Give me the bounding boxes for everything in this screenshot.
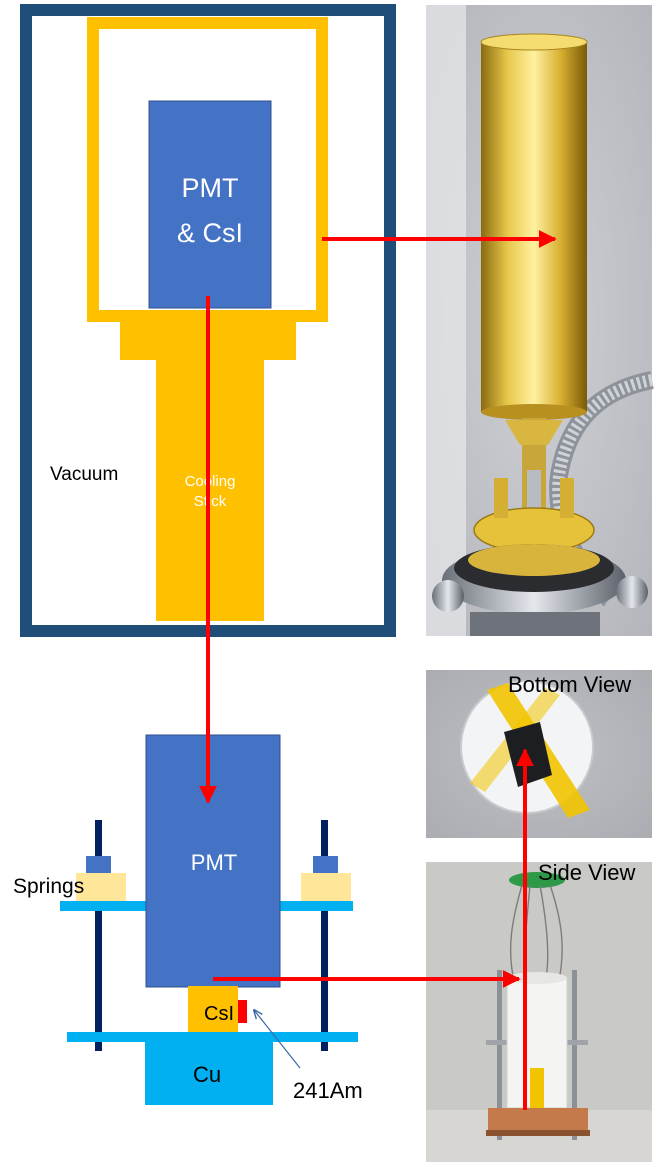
spring-right [301,873,351,902]
bottom-view-photo: Bottom View [426,670,652,838]
pmt-csi-block [148,100,272,309]
source-pointer-line [254,1010,301,1069]
nut-right [313,856,338,873]
support-rod-right [321,820,328,1051]
cu-label: Cu [193,1062,221,1087]
support-rod-left [95,820,102,1051]
springs-label: Springs [13,875,84,898]
pmt-label: PMT [191,850,237,875]
side-view-photo: Side View [426,860,652,1162]
pmt-csi-label-line2: & CsI [177,218,243,248]
connector-arrows [199,230,557,1110]
side-view-label: Side View [538,860,636,885]
bottom-plate [67,1032,358,1042]
nut-left [86,856,111,873]
am241-source [238,1000,247,1023]
spring-left [76,873,126,902]
vacuum-label: Vacuum [50,464,118,485]
csi-label: CsI [204,1003,234,1025]
cooling-stick-label-line2: Stick [194,493,227,510]
detector-assembly-schematic: PMT Springs CsI Cu 241Am [13,734,363,1105]
csi-crystal [188,986,238,1032]
bottom-view-label: Bottom View [508,672,631,697]
cryostat-photo [426,5,654,636]
source-label: 241Am [293,1078,363,1103]
copper-base [145,1042,273,1105]
pmt-csi-label-line1: PMT [182,173,239,203]
pmt-tube [145,734,281,988]
